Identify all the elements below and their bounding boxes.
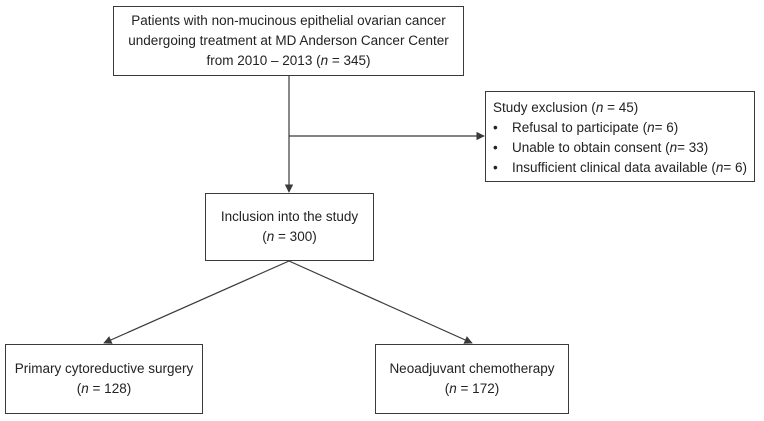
neoadjuvant-open-paren: ( bbox=[444, 381, 450, 396]
patients-n-symbol: n bbox=[320, 53, 329, 68]
neoadjuvant-count: = 172) bbox=[456, 381, 500, 396]
inclusion-count-line: (n = 300) bbox=[262, 227, 316, 247]
bullet-icon: • bbox=[493, 160, 498, 175]
connector-neoadjuvant-arrow bbox=[288, 260, 473, 344]
connector-primary-arrow bbox=[103, 260, 290, 344]
primary-count: = 128) bbox=[88, 381, 132, 396]
exclusion-title-text: Study exclusion ( bbox=[493, 100, 596, 115]
primary-surgery-label: Primary cytoreductive surgery bbox=[14, 361, 194, 376]
exclusion-reason-label: Insufficient clinical data available ( bbox=[512, 160, 716, 175]
bullet-icon: • bbox=[493, 120, 498, 135]
exclusion-node: Study exclusion (n = 45) •Refusal to par… bbox=[485, 91, 755, 182]
exclusion-reason-count: = 6) bbox=[654, 120, 679, 135]
inclusion-label: Inclusion into the study bbox=[220, 209, 359, 224]
exclusion-title: Study exclusion (n = 45) bbox=[493, 98, 754, 118]
inclusion-n-symbol: n bbox=[266, 229, 275, 244]
inclusion-open-paren: ( bbox=[262, 229, 267, 244]
bullet-icon: • bbox=[493, 140, 498, 155]
inclusion-node: Inclusion into the study (n = 300) bbox=[205, 193, 374, 261]
exclusion-n-symbol: n bbox=[595, 100, 604, 115]
primary-surgery-node: Primary cytoreductive surgery (n = 128) bbox=[5, 344, 203, 414]
patients-node: Patients with non-mucinous epithelial ov… bbox=[113, 6, 464, 76]
patients-years-text: from 2010 – 2013 ( bbox=[206, 53, 321, 68]
patients-line-2: undergoing treatment at MD Anderson Canc… bbox=[128, 33, 449, 48]
patients-count: = 345) bbox=[328, 53, 371, 68]
exclusion-reason-count: = 33) bbox=[677, 140, 709, 155]
exclusion-reason-refusal: • Refusal to participate (n = 6) bbox=[493, 118, 754, 138]
neoadjuvant-node: Neoadjuvant chemotherapy (n = 172) bbox=[375, 344, 569, 414]
primary-surgery-count-line: (n = 128) bbox=[77, 379, 131, 399]
exclusion-total-count: = 45) bbox=[603, 100, 639, 115]
exclusion-reason-count: = 6) bbox=[723, 160, 748, 175]
neoadjuvant-label: Neoadjuvant chemotherapy bbox=[389, 361, 555, 376]
exclusion-reason-n-symbol: n bbox=[669, 140, 678, 155]
patients-line-1: Patients with non-mucinous epithelial ov… bbox=[131, 13, 446, 28]
primary-n-symbol: n bbox=[81, 381, 89, 396]
exclusion-reason-label: Unable to obtain consent ( bbox=[512, 140, 670, 155]
patients-line-3: from 2010 – 2013 (n = 345) bbox=[207, 51, 371, 71]
exclusion-reason-consent: • Unable to obtain consent (n = 33) bbox=[493, 138, 754, 158]
exclusion-reason-label: Refusal to participate ( bbox=[512, 120, 648, 135]
exclusion-reason-clinical-data: • Insufficient clinical data available (n… bbox=[493, 158, 754, 178]
exclusion-reason-n-symbol: n bbox=[715, 160, 724, 175]
inclusion-count: = 300) bbox=[274, 229, 317, 244]
neoadjuvant-count-line: (n = 172) bbox=[445, 379, 499, 399]
exclusion-reason-n-symbol: n bbox=[647, 120, 655, 135]
neoadjuvant-n-symbol: n bbox=[449, 381, 457, 396]
primary-open-paren: ( bbox=[76, 381, 82, 396]
